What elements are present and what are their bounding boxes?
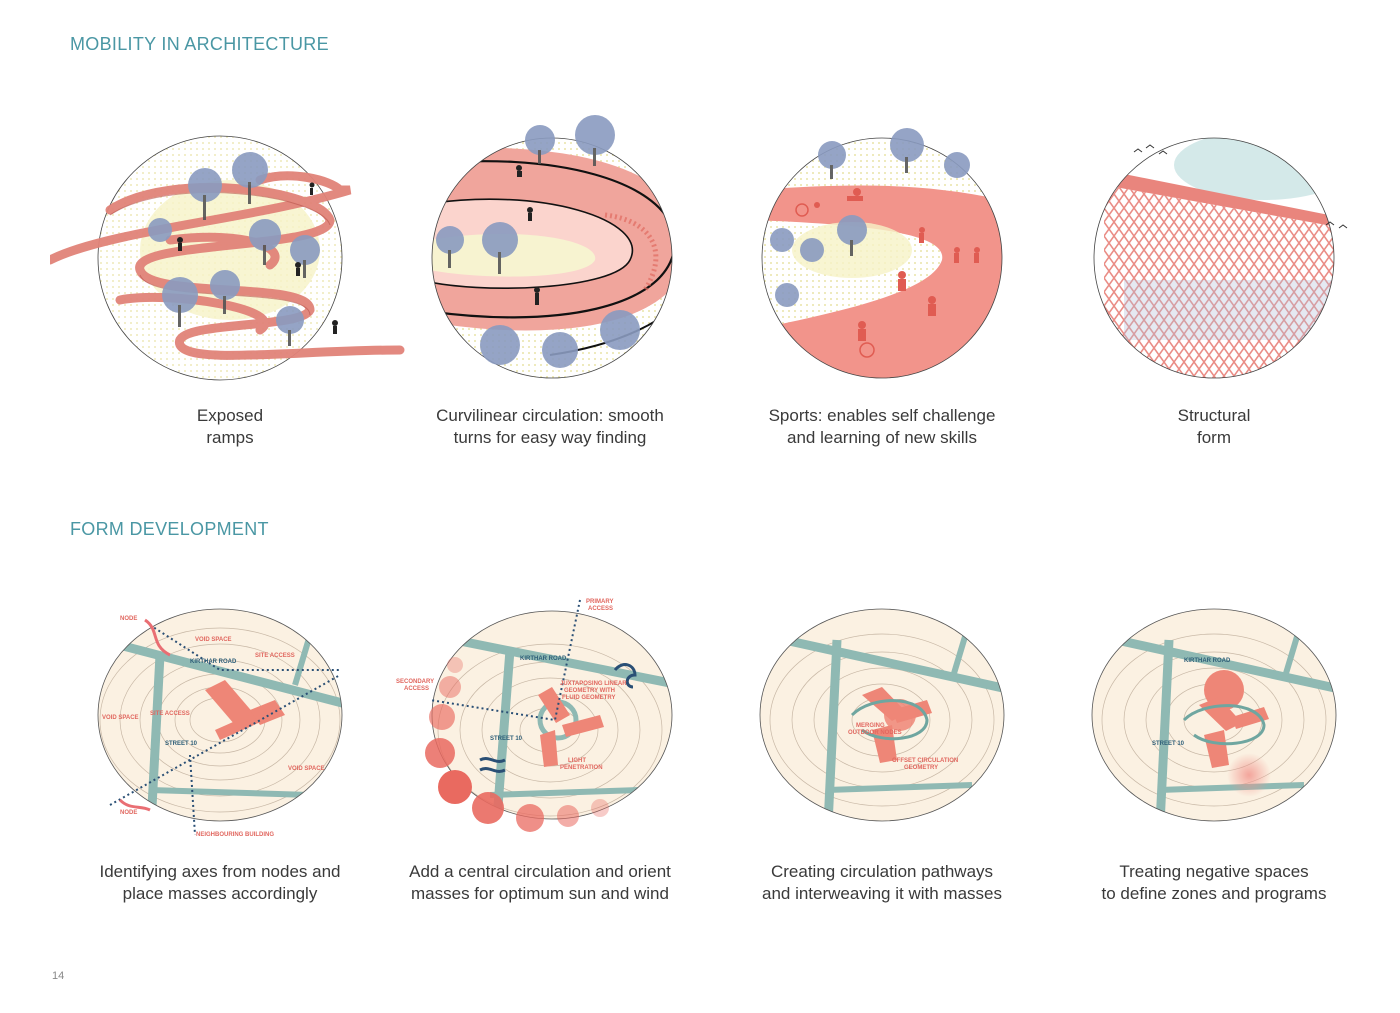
label-juxt-2: GEOMETRY WITH bbox=[564, 688, 615, 694]
label-site-access-2: SITE ACCESS bbox=[150, 711, 190, 717]
caption-line: Treating negative spaces bbox=[1119, 862, 1309, 881]
label-node-top: NODE bbox=[120, 616, 137, 622]
label-offset-2: GEOMETRY bbox=[904, 765, 938, 771]
label-void-right: VOID SPACE bbox=[288, 766, 325, 772]
central-circulation-diagram: PRIMARY ACCESS KIRTHAR ROAD SECONDARY AC… bbox=[396, 599, 673, 832]
caption-central-circulation: Add a central circulation and orient mas… bbox=[390, 861, 690, 905]
circulation-pathways-diagram: MERGING OUTDOOR NODES OFFSET CIRCULATION… bbox=[759, 608, 1005, 822]
caption-negative-spaces: Treating negative spaces to define zones… bbox=[1064, 861, 1364, 905]
panel-circulation-pathways: MERGING OUTDOOR NODES OFFSET CIRCULATION… bbox=[732, 595, 1032, 915]
structural-form-illustration bbox=[1093, 137, 1348, 379]
panel-structural-form: Structural form bbox=[1064, 110, 1364, 460]
caption-line: ramps bbox=[206, 428, 254, 447]
panel-identifying-axes: NODE VOID SPACE SITE ACCESS KIRTHAR ROAD… bbox=[70, 595, 370, 915]
caption-line: Exposed bbox=[196, 406, 264, 425]
section-title-mobility: MOBILITY IN ARCHITECTURE bbox=[70, 34, 329, 54]
label-juxt-3: FLUID GEOMETRY bbox=[562, 695, 615, 701]
panel-exposed-ramps: Exposed ramps bbox=[50, 110, 410, 460]
label-merging-2: OUTDOOR NODES bbox=[848, 730, 902, 736]
label-void-top: VOID SPACE bbox=[195, 637, 232, 643]
label-void-left: VOID SPACE bbox=[102, 715, 139, 721]
caption-line: form bbox=[1197, 428, 1231, 447]
caption-line: Add a central circulation and orient bbox=[409, 862, 671, 881]
label-street: STREET 10 bbox=[490, 736, 523, 742]
exposed-ramps-illustration bbox=[50, 135, 405, 381]
caption-line: Identifying axes from nodes and bbox=[99, 862, 341, 881]
caption-line: Curvilinear circulation: smooth bbox=[436, 406, 664, 425]
caption-identifying-axes: Identifying axes from nodes and place ma… bbox=[70, 861, 370, 905]
caption-line: turns for easy way finding bbox=[453, 428, 647, 447]
label-kirthar-road: KIRTHAR ROAD bbox=[190, 659, 237, 665]
label-secondary-1: SECONDARY bbox=[396, 679, 434, 685]
caption-circulation-pathways: Creating circulation pathways and interw… bbox=[732, 861, 1032, 905]
label-secondary-2: ACCESS bbox=[404, 686, 429, 692]
caption-line: and interweaving it with masses bbox=[761, 884, 1002, 903]
caption-line: place masses accordingly bbox=[122, 884, 318, 903]
label-site-access: SITE ACCESS bbox=[255, 653, 295, 659]
sports-illustration bbox=[761, 128, 1003, 379]
caption-line: Structural bbox=[1177, 406, 1251, 425]
label-primary-2: ACCESS bbox=[588, 606, 613, 612]
label-kirthar-road: KIRTHAR ROAD bbox=[1184, 658, 1231, 664]
label-juxt-1: JUXTAPOSING LINEAR bbox=[560, 681, 627, 687]
section-title-form-development: FORM DEVELOPMENT bbox=[70, 519, 269, 539]
caption-line: and learning of new skills bbox=[787, 428, 977, 447]
panel-curvilinear-circulation: Curvilinear circulation: smooth turns fo… bbox=[400, 110, 700, 460]
caption-line: to define zones and programs bbox=[1101, 884, 1327, 903]
panel-sports: Sports: enables self challenge and learn… bbox=[732, 110, 1032, 460]
label-neighbouring: NEIGHBOURING BUILDING bbox=[196, 832, 274, 838]
negative-spaces-diagram: KIRTHAR ROAD STREET 10 bbox=[1091, 608, 1337, 822]
panel-central-circulation: PRIMARY ACCESS KIRTHAR ROAD SECONDARY AC… bbox=[390, 595, 690, 915]
panel-negative-spaces: KIRTHAR ROAD STREET 10 Treating negative… bbox=[1064, 595, 1364, 915]
caption-line: Sports: enables self challenge bbox=[768, 406, 996, 425]
curvilinear-illustration bbox=[431, 115, 673, 379]
label-kirthar-road: KIRTHAR ROAD bbox=[520, 656, 567, 662]
label-street: STREET 10 bbox=[165, 741, 198, 747]
label-primary-1: PRIMARY bbox=[586, 599, 613, 605]
caption-line: masses for optimum sun and wind bbox=[411, 884, 669, 903]
label-node-bottom: NODE bbox=[120, 810, 137, 816]
caption-sports: Sports: enables self challenge and learn… bbox=[732, 405, 1032, 449]
label-merging-1: MERGING bbox=[856, 723, 885, 729]
label-offset-1: OFFSET CIRCULATION bbox=[892, 758, 958, 764]
page-number: 14 bbox=[52, 970, 65, 982]
caption-line: Creating circulation pathways bbox=[770, 862, 994, 881]
label-light-1: LIGHT bbox=[568, 758, 586, 764]
caption-curvilinear: Curvilinear circulation: smooth turns fo… bbox=[400, 405, 700, 449]
label-light-2: PENETRATION bbox=[560, 765, 603, 771]
axes-diagram: NODE VOID SPACE SITE ACCESS KIRTHAR ROAD… bbox=[97, 608, 343, 838]
caption-exposed-ramps: Exposed ramps bbox=[50, 405, 410, 449]
caption-structural-form: Structural form bbox=[1064, 405, 1364, 449]
label-street: STREET 10 bbox=[1152, 741, 1185, 747]
